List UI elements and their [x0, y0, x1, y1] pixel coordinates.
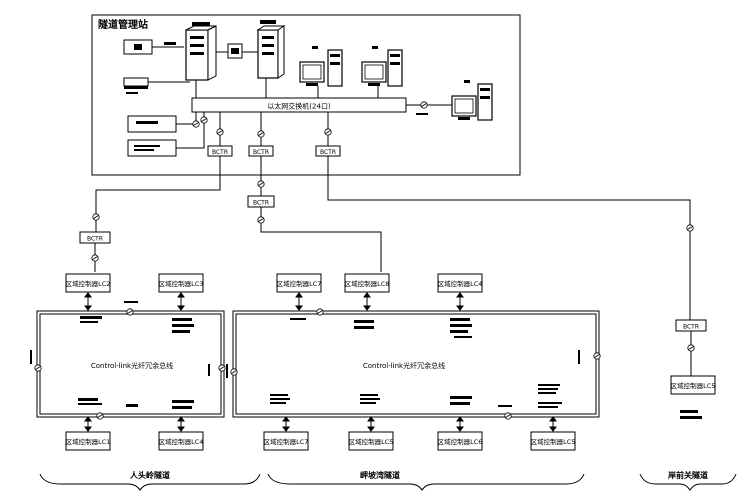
video-device-icon: [123, 39, 184, 55]
server-icon: [185, 22, 217, 81]
plc-box: [276, 273, 322, 293]
plc-label: 区域控制器LC4: [438, 279, 483, 288]
plc-label: 区域控制器LC5: [531, 437, 576, 446]
plc-label: 区域控制器LC5: [349, 437, 394, 446]
workstation-icon: [299, 46, 343, 87]
bctr-label: BCTR: [320, 149, 336, 156]
plc-box: [263, 431, 309, 451]
plc-label: 区域控制器LC6: [438, 437, 483, 446]
plc-label: 区域控制器LC5: [671, 381, 716, 390]
bctr-label: BCTR: [253, 149, 269, 156]
plc-box: [65, 273, 111, 293]
bus-label-left: Control-link光纤冗余总线: [91, 361, 173, 370]
workstation-icon: [361, 46, 403, 87]
plc-label: 区域控制器LC8: [345, 279, 390, 288]
fiber-link: [95, 156, 221, 232]
tunnel-bracket-middle: [267, 473, 585, 491]
plc-box: [158, 431, 204, 451]
management-station-frame: [91, 14, 521, 176]
printer-icon: [123, 77, 190, 94]
plc-label: 区域控制器LC2: [66, 279, 111, 288]
plc-box: [348, 431, 394, 451]
fiber-ring-middle: [232, 310, 600, 418]
network-device-icon: [216, 43, 258, 59]
plc-label: 区域控制器LC3: [159, 279, 204, 288]
tunnel-name-middle: 岬坡湾隧道: [360, 470, 400, 480]
station-title: 隧道管理站: [98, 18, 148, 31]
fiber-link: [260, 207, 382, 272]
plc-label: 区域控制器LC4: [159, 437, 204, 446]
tunnel-name-right: 岸前关隧道: [668, 470, 708, 480]
bidirectional-arrow: [84, 292, 185, 432]
plc-label: 区域控制器LC7: [264, 437, 309, 446]
server-icon: [256, 20, 286, 79]
plc-box: [670, 375, 716, 395]
bctr-label: BCTR: [253, 200, 269, 207]
tunnel-bracket-left: [39, 473, 261, 491]
plc-box: [65, 431, 111, 451]
plc-box: [344, 273, 390, 293]
bctr-label: BCTR: [683, 324, 699, 331]
plc-box: [437, 431, 483, 451]
bidirectional-arrow: [282, 292, 557, 432]
bus-label-right: Control-link光纤冗余总线: [363, 361, 445, 370]
bctr-label: BCTR: [212, 149, 228, 156]
fiber-link: [327, 156, 691, 320]
plc-box: [530, 431, 576, 451]
plc-box: [437, 273, 483, 293]
bctr-label: BCTR: [87, 236, 103, 243]
remote-workstation-icon: [451, 80, 493, 121]
plc-box: [158, 273, 204, 293]
tunnel-bracket-right: [639, 473, 737, 491]
tunnel-name-left: 人头岭隧道: [130, 470, 170, 480]
plc-label: 区域控制器LC7: [277, 279, 322, 288]
plc-label: 区域控制器LC1: [66, 437, 111, 446]
switch-label: 以太网交换机(24口): [267, 102, 331, 111]
device-box: [127, 139, 177, 157]
